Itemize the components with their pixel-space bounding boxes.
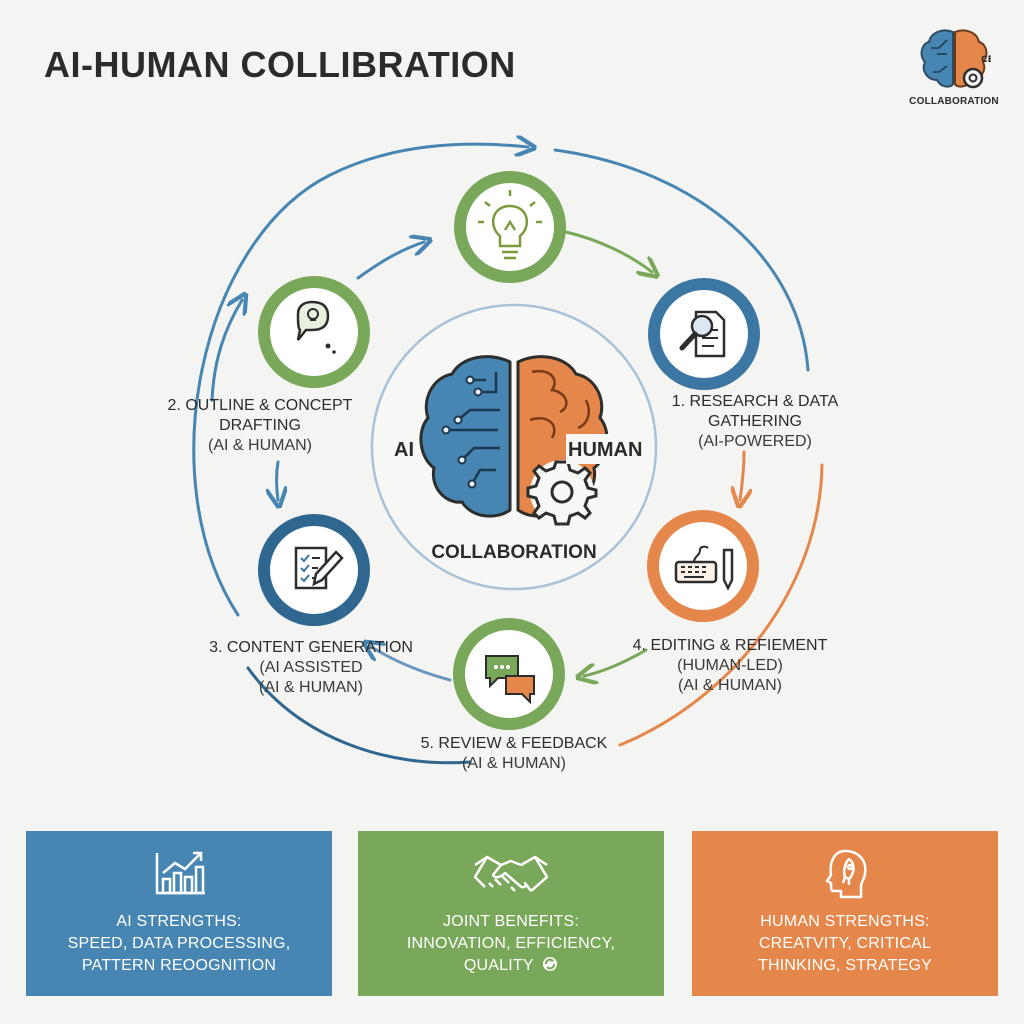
brain-gear-icon: CB [920, 29, 991, 89]
step-research-owner: (AI-POWERED) [698, 433, 812, 450]
center-human-label: HUMAN [568, 439, 642, 461]
step-content-owner: (AI & HUMAN) [259, 679, 363, 696]
joint-benefits-card: JOINT BENEFITS: INNOVATION, EFFICIENCY, … [358, 831, 664, 996]
center-collaboration-label: COLLABORATION [431, 542, 596, 563]
ai-strengths-heading: AI STRENGTHS: [116, 913, 242, 930]
cycle-icon [543, 957, 558, 971]
lightbulb-icon [478, 190, 542, 260]
step-editing-circle [647, 510, 759, 622]
step-review-owner: (AI & HUMAN) [462, 755, 566, 772]
joint-benefits-heading: JOINT BENEFITS: [442, 913, 580, 930]
joint-benefits-line-3: QUALITY [358, 955, 664, 977]
step-review-title: 5. REVIEW & FEEDBACK [420, 735, 608, 752]
bar-chart-growth-icon [26, 847, 332, 899]
outer-arc-left-arrow [210, 300, 242, 402]
chat-bubbles-icon [485, 655, 535, 705]
arrow-editing-to-review [584, 648, 648, 676]
magnifier-document-icon [679, 310, 726, 358]
step-top-circle [454, 171, 566, 283]
center-brain-icon [419, 355, 609, 526]
outer-arc-top-left [192, 144, 528, 617]
human-strengths-line-2: CREATVITY, CRITICAL [758, 935, 932, 952]
step-outline-title: 2. OUTLINE & CONCEPT [167, 397, 353, 414]
step-editing-mode: (HUMAN-LED) [677, 657, 783, 674]
step-content-label: 3. CONTENT GENERATION (AI ASSISTED (AI &… [196, 638, 426, 698]
ai-strengths-line-3: PATTERN REOOGNITION [81, 957, 277, 974]
human-strengths-card: HUMAN STRENGTHS: CREATVITY, CRITICAL THI… [692, 831, 998, 996]
step-editing-title: 4. EDITING & REFIEMENT [632, 637, 828, 654]
logo-badge: CB [981, 55, 991, 65]
joint-benefits-line-2: INNOVATION, EFFICIENCY, [406, 935, 616, 952]
arrow-outline-to-top [356, 242, 424, 280]
page-title: AI-HUMAN COLLIBRATION [44, 44, 516, 85]
outer-arc-right [618, 463, 824, 747]
arrow-review-to-content [370, 646, 452, 682]
handshake-icon [358, 847, 664, 899]
head-rocket-icon [692, 847, 998, 899]
step-research-title: 1. RESEARCH & DATA [671, 393, 839, 410]
human-strengths-line-3: THINKING, STRATEGY [758, 957, 932, 974]
logo-text: COLLABORATION [909, 96, 999, 107]
outer-arc-bottom [246, 666, 472, 765]
step-outline-label: 2. OUTLINE & CONCEPT DRAFTING (AI & HUMA… [150, 396, 370, 456]
ai-strengths-line-2: SPEED, DATA PROCESSING, [67, 935, 291, 952]
step-editing-owner: (AI & HUMAN) [678, 677, 782, 694]
step-content-title: 3. CONTENT GENERATION [209, 639, 413, 656]
step-content-mode: (AI ASSISTED [259, 659, 363, 676]
joint-benefits-quality: QUALITY [463, 957, 534, 974]
step-research-circle [648, 278, 760, 390]
arrow-top-to-research [564, 230, 652, 272]
keyboard-pen-icon [674, 545, 734, 591]
ai-strengths-card: AI STRENGTHS: SPEED, DATA PROCESSING, PA… [26, 831, 332, 996]
outer-arc-top-right [553, 148, 810, 372]
idea-bubble-icon [296, 300, 336, 354]
step-content-circle [258, 514, 370, 626]
step-outline-owner: (AI & HUMAN) [208, 437, 312, 454]
workflow-diagram: AI HUMAN COLLABORATION [192, 0, 824, 765]
step-editing-label: 4. EDITING & REFIEMENT (HUMAN-LED) (AI &… [620, 636, 840, 696]
checklist-pencil-icon [294, 546, 344, 590]
step-review-label: 5. REVIEW & FEEDBACK (AI & HUMAN) [404, 734, 624, 774]
arrow-outline-to-content [277, 460, 279, 500]
human-strengths-heading: HUMAN STRENGTHS: [760, 913, 930, 930]
step-research-label: 1. RESEARCH & DATA GATHERING (AI-POWERED… [650, 392, 860, 452]
brand-logo: CB COLLABORATION [906, 26, 1002, 122]
center-ai-label: AI [394, 439, 414, 461]
step-outline-circle [258, 276, 370, 388]
center-gear-icon [526, 460, 598, 526]
step-outline-title-2: DRAFTING [219, 417, 301, 434]
step-review-circle [453, 618, 565, 730]
arrow-research-to-editing [740, 450, 744, 500]
step-research-title-2: GATHERING [708, 413, 802, 430]
